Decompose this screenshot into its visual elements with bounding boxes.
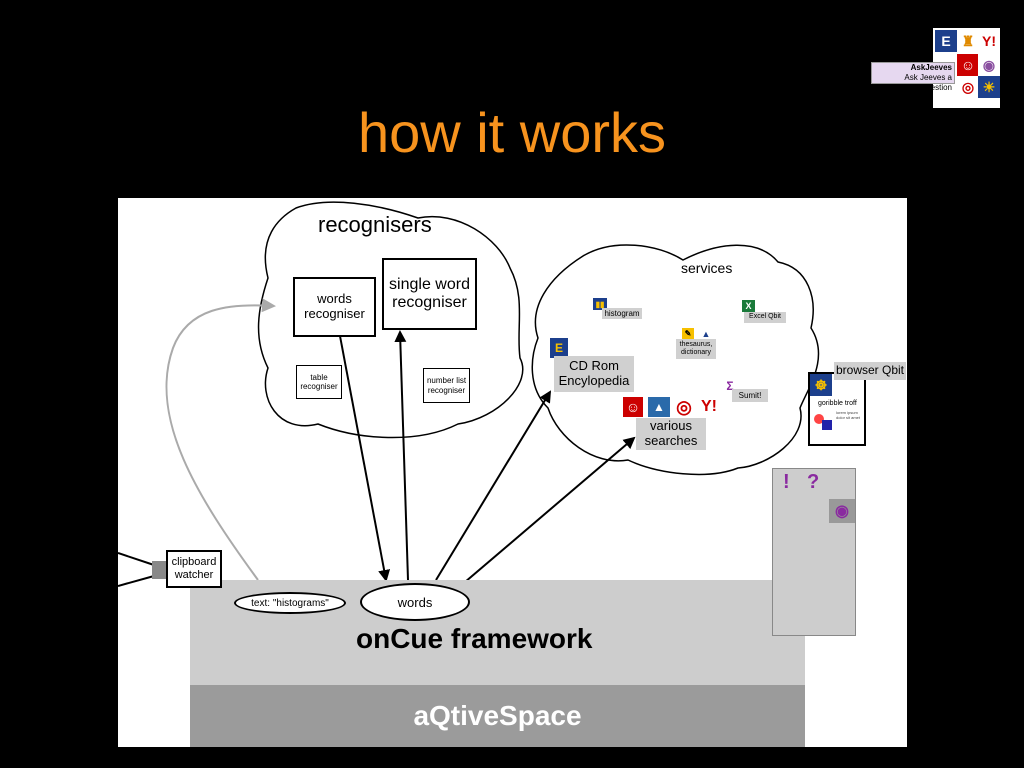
various-searches-label[interactable]: various searches	[636, 418, 706, 450]
target-icon[interactable]: ◎	[673, 397, 695, 417]
jeeves-icon[interactable]: ♜	[957, 30, 979, 52]
goribble-title: goribble troff	[818, 400, 857, 407]
exclamation-icon[interactable]: !	[783, 471, 790, 493]
cd-rom-label[interactable]: CD Rom Encylopedia	[554, 356, 634, 392]
yahoo-icon[interactable]: Y!	[698, 397, 720, 417]
services-label: services	[681, 260, 733, 276]
browser-qbit-window[interactable]: ☸ goribble troff lorem ipsum dolor sit a…	[808, 372, 866, 446]
dictionary-icon[interactable]: ▲	[700, 328, 712, 339]
target-icon[interactable]: ◎	[957, 76, 979, 98]
red-circle-shape	[814, 414, 824, 424]
eye-icon[interactable]: ◉	[978, 54, 1000, 76]
eye-icon[interactable]: ◉	[829, 499, 855, 523]
histogram-icon[interactable]: ▮▮	[593, 298, 607, 310]
side-palette[interactable]: ! ? ◉	[772, 468, 856, 636]
jeeves-icon[interactable]: ☺	[623, 397, 643, 417]
clipboard-connector	[152, 561, 166, 579]
thesaurus-icon[interactable]: ✎	[682, 328, 694, 339]
sigma-icon[interactable]: Σ	[726, 379, 734, 393]
table-recogniser-box[interactable]: table recogniser	[296, 365, 342, 399]
words-recogniser-box[interactable]: words recogniser	[293, 277, 376, 337]
askjeeves-subtitle: Ask Jeeves a Question	[904, 73, 952, 92]
number-list-recogniser-box[interactable]: number list recogniser	[423, 368, 470, 403]
diagram-panel: recognisers words recogniser single word…	[118, 198, 907, 747]
oncue-framework-label: onCue framework	[356, 623, 593, 654]
goribble-text: lorem ipsum dolor sit amet	[836, 410, 861, 420]
askjeeves-tooltip: AskJeeves Ask Jeeves a Question	[871, 62, 955, 92]
ship-helm-icon: ☸	[810, 374, 832, 396]
aqtivespace-bar: aQtiveSpace	[190, 685, 805, 747]
askjeeves-title: AskJeeves	[910, 63, 952, 72]
blue-square-shape	[822, 420, 832, 430]
sumit-label[interactable]: Sumit!	[732, 389, 768, 402]
yahoo-icon[interactable]: Y!	[978, 30, 1000, 52]
slide-title: how it works	[357, 101, 667, 164]
single-word-recogniser-box[interactable]: single word recogniser	[382, 258, 477, 330]
encyclopedia-icon[interactable]: E	[550, 338, 568, 358]
browser-qbit-label[interactable]: browser Qbit	[834, 362, 906, 380]
excel-qbit-label[interactable]: Excel Qbit	[744, 312, 786, 323]
words-ellipse[interactable]: words	[360, 583, 470, 621]
mountain-icon[interactable]: ▲	[648, 397, 670, 417]
sun-icon[interactable]: ☀	[978, 76, 1000, 98]
excel-icon[interactable]: X	[742, 300, 755, 312]
recognisers-label: recognisers	[318, 212, 432, 237]
search-icons-widget[interactable]: E ♜ Y! ☺ ◉ ◎ ☀	[933, 28, 1000, 108]
thesaurus-label[interactable]: thesaurus, dictionary	[676, 339, 716, 359]
jeeves-figure-icon[interactable]: ☺	[957, 54, 979, 76]
clipboard-watcher-box[interactable]: clipboard watcher	[166, 550, 222, 588]
histogram-label[interactable]: histogram	[602, 308, 642, 319]
text-histograms-ellipse[interactable]: text: "histograms"	[234, 592, 346, 614]
question-icon[interactable]: ?	[807, 471, 820, 493]
encyclopedia-icon[interactable]: E	[935, 30, 957, 52]
